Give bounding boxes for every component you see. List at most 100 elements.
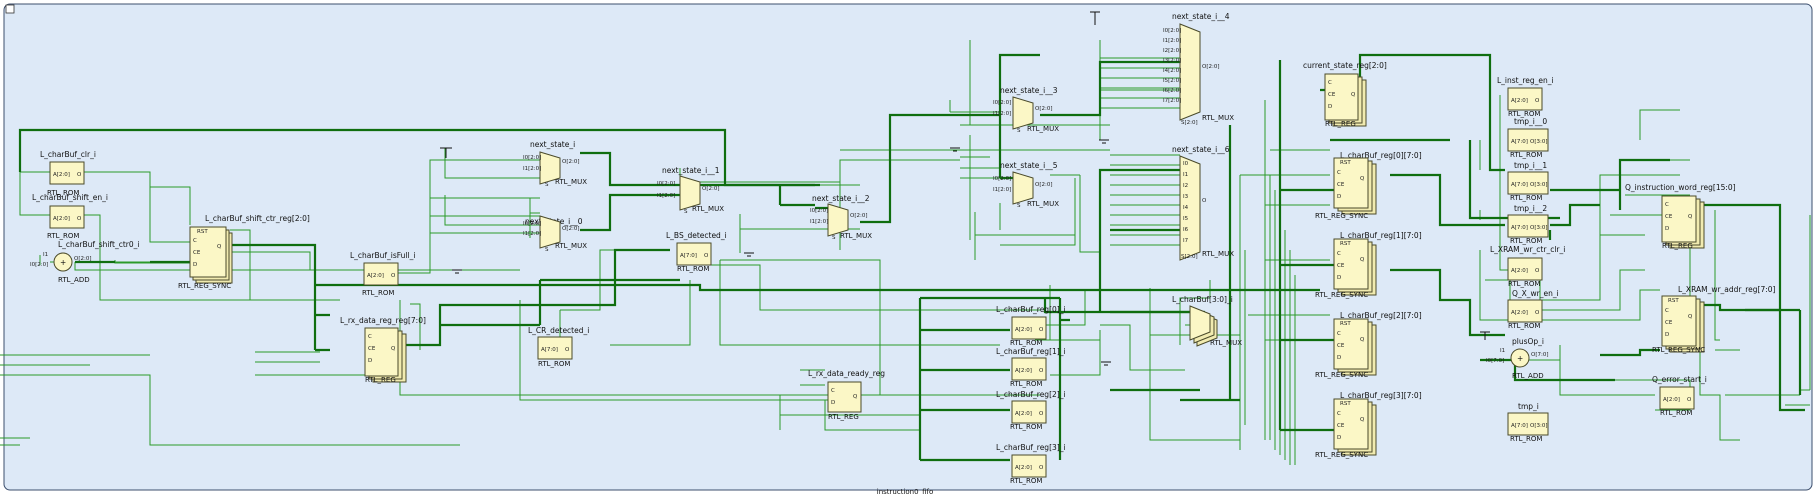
cell-next-state-mux[interactable]: next_state_i I0[2:0] I1[2:0] O[2:0] S RT…	[523, 140, 587, 188]
cell-q-error-start[interactable]: Q_error_start_i A[2:0] O RTL_ROM	[1652, 375, 1707, 417]
pin-label: S	[1017, 128, 1021, 134]
cell-type: RTL_ROM	[47, 189, 79, 197]
pin-label: I0[2:0]	[993, 100, 1011, 106]
cell-tmp[interactable]: tmp_i A[7:0] O[3:0] RTL_ROM	[1507, 402, 1549, 443]
cell-charbuf-reg2[interactable]: L_charBuf_reg[2][7:0] RST C CE D Q RTL_R…	[1315, 311, 1422, 379]
cell-type: RTL_ROM	[1510, 151, 1542, 159]
cell-label: L_inst_reg_en_i	[1497, 76, 1554, 85]
cell-label: L_CR_detected_i	[528, 326, 589, 335]
cell-label: next_state_i__4	[1172, 12, 1230, 21]
pin-label: O	[391, 273, 396, 279]
pin-label: A[2:0]	[1511, 268, 1528, 274]
pin-label: A[2:0]	[1663, 397, 1680, 403]
cell-current-state-reg[interactable]: current_state_reg[2:0] C CE D Q RTL_REG	[1303, 61, 1387, 128]
pin-label: O	[1535, 310, 1540, 316]
cell-next-state-6-mux[interactable]: next_state_i__6 I0 I1 I2 I3 I4 I5 I6 I7 …	[1172, 145, 1234, 261]
pin-label: I0[2:0]	[657, 181, 675, 187]
cell-label: next_state_i__3	[1000, 86, 1058, 95]
pin-label: I0	[1183, 161, 1189, 167]
cell-tmp-0[interactable]: tmp_i__0 A[7:0] O[3:0] RTL_ROM	[1507, 117, 1549, 159]
pin-label: S	[545, 247, 549, 253]
cell-charbuf-shift-en[interactable]: L_charBuf_shift_en_i A[2:0] O RTL_ROM	[32, 193, 108, 240]
cell-label: Q_X_wr_en_i	[1512, 289, 1559, 298]
cell-rx-data-ready-reg[interactable]: L_rx_data_ready_reg C D Q RTL_REG	[808, 369, 885, 421]
pin-label: S	[832, 235, 836, 241]
pin-label: O	[565, 347, 570, 353]
cell-label: L_XRAM_wr_ctr_clr_i	[1490, 245, 1565, 254]
pin-label: O	[77, 172, 82, 178]
cell-type: RTL_REG	[1325, 120, 1356, 128]
cell-type: RTL_ROM	[538, 360, 570, 368]
pin-label: O[2:0]	[74, 256, 91, 262]
pin-label: C	[193, 238, 197, 244]
cell-type: RTL_REG	[1662, 242, 1693, 250]
cell-charbuf-reg1-rom[interactable]: L_charBuf_reg[1]_i A[2:0] O RTL_ROM	[996, 347, 1066, 388]
cell-charbuf-shift-ctr0[interactable]: L_charBuf_shift_ctr0_i + I1 I0[2:0] O[2:…	[30, 240, 139, 284]
cell-tmp-1[interactable]: tmp_i__1 A[7:0] O[3:0] RTL_ROM	[1507, 161, 1549, 202]
cell-charbuf-mux[interactable]: L_charBuf[3:0]_i RTL_MUX	[1172, 295, 1242, 347]
pin-label: Q	[1360, 257, 1365, 263]
cell-label: L_charBuf[3:0]_i	[1172, 295, 1233, 304]
cell-charbuf-reg0-rom[interactable]: L_charBuf_reg[0]_i A[2:0] O RTL_ROM	[996, 305, 1066, 347]
cell-cr-detected[interactable]: L_CR_detected_i A[7:0] O RTL_ROM	[528, 326, 589, 368]
cell-charbuf-reg0[interactable]: L_charBuf_reg[0][7:0] RST C CE D Q RTL_R…	[1315, 151, 1422, 220]
cell-x-wr-en[interactable]: Q_X_wr_en_i A[2:0] O RTL_ROM	[1507, 289, 1559, 330]
cell-next-state-0-mux[interactable]: next_state_i__0 I0[2:0] I1[2:0] O[2:0] S…	[523, 215, 587, 253]
pin-label: A[2:0]	[367, 273, 384, 279]
pin-label: O[2:0]	[562, 226, 579, 232]
pin-label: I5	[1183, 216, 1189, 222]
pin-label: O[3:0]	[1530, 423, 1547, 429]
cell-next-state-1-mux[interactable]: next_state_i__1 I0[2:0] I1[2:0] O[2:0] S…	[657, 166, 724, 215]
cell-charbuf-reg3[interactable]: L_charBuf_reg[3][7:0] RST C CE D Q RTL_R…	[1315, 391, 1422, 459]
cell-rx-data-reg[interactable]: L_rx_data_reg_reg[7:0] C CE D Q RTL_REG	[340, 316, 426, 384]
pin-label: I0[7:0]	[1486, 358, 1504, 364]
cell-charbuf-clr[interactable]: L_charBuf_clr_i A[2:0] O RTL_ROM	[40, 150, 96, 197]
cell-charbuf-shift-ctr-reg[interactable]: L_charBuf_shift_ctr_reg[2:0] RST C CE D …	[178, 214, 310, 290]
pin-label: D	[368, 358, 372, 364]
pin-label: RST	[1340, 160, 1351, 166]
pin-label: I0[2:0]	[993, 176, 1011, 182]
cell-charbuf-reg1[interactable]: L_charBuf_reg[1][7:0] RST C CE D Q RTL_R…	[1315, 231, 1422, 299]
collapse-toggle-icon[interactable]	[5, 4, 15, 14]
pin-label: C	[1337, 170, 1341, 176]
pin-label: D	[1337, 194, 1341, 200]
cell-next-state-4-mux[interactable]: next_state_i__4 I0[2:0] I1[2:0] I2[2:0] …	[1163, 12, 1234, 126]
cell-type: RTL_MUX	[1210, 339, 1242, 347]
pin-label: S[2:0]	[1181, 254, 1198, 260]
cell-charbuf-isfull[interactable]: L_charBuf_isFull_i A[2:0] O RTL_ROM	[350, 251, 415, 297]
cell-q-instruction-word-reg[interactable]: Q_instruction_word_reg[15:0] C CE D Q RT…	[1625, 183, 1736, 250]
cell-type: RTL_REG_SYNC	[1315, 371, 1368, 379]
pin-label: A[2:0]	[1015, 327, 1032, 333]
cell-xram-wr-addr-reg[interactable]: L_XRAM_wr_addr_reg[7:0] RST C CE D Q RTL…	[1652, 285, 1776, 354]
cell-next-state-3-mux[interactable]: next_state_i__3 I0[2:0] I1[2:0] O[2:0] S…	[993, 86, 1059, 134]
cell-next-state-5-mux[interactable]: next_state_i__5 I0[2:0] I1[2:0] O[2:0] S…	[993, 161, 1059, 209]
cell-inst-reg-en[interactable]: L_inst_reg_en_i A[2:0] O RTL_ROM	[1497, 76, 1554, 118]
cell-bs-detected[interactable]: L_BS_detected_i A[7:0] O RTL_ROM	[666, 231, 727, 273]
cell-charbuf-reg2-rom[interactable]: L_charBuf_reg[2]_i A[2:0] O RTL_ROM	[996, 390, 1066, 431]
pin-label: I1[2:0]	[993, 111, 1011, 117]
cell-tmp-2[interactable]: tmp_i__2 A[7:0] O[3:0] RTL_ROM	[1507, 204, 1549, 245]
pin-label: O[2:0]	[1202, 64, 1219, 70]
thick-buses	[18, 53, 1805, 462]
cell-type: RTL_ROM	[1508, 322, 1540, 330]
cell-type: RTL_MUX	[1027, 200, 1059, 208]
cell-xram-wr-ctr-clr[interactable]: L_XRAM_wr_ctr_clr_i A[2:0] O RTL_ROM	[1490, 245, 1565, 288]
cell-charbuf-reg3-rom[interactable]: L_charBuf_reg[3]_i A[2:0] O RTL_ROM	[996, 443, 1066, 485]
pin-label: O	[1687, 397, 1692, 403]
pin-label: O[3:0]	[1530, 225, 1547, 231]
cell-label: plusOp_i	[1512, 337, 1544, 346]
cell-next-state-2-mux[interactable]: next_state_i__2 I0[2:0] I1[2:0] O[2:0] S…	[810, 194, 872, 241]
pin-label: A[7:0]	[541, 347, 558, 353]
cell-label: L_XRAM_wr_addr_reg[7:0]	[1678, 285, 1776, 294]
cell-plusop[interactable]: plusOp_i + I1 I0[7:0] O[7:0] RTL_ADD	[1486, 337, 1548, 380]
cell-type: RTL_REG_SYNC	[1315, 451, 1368, 459]
pin-label: A[2:0]	[1511, 98, 1528, 104]
pin-label: A[2:0]	[1015, 465, 1032, 471]
cell-type: RTL_MUX	[1202, 250, 1234, 258]
pin-label: I1[2:0]	[523, 166, 541, 172]
pin-label: I7	[1183, 238, 1189, 244]
cell-label: next_state_i__5	[1000, 161, 1058, 170]
pin-label: Q	[1351, 92, 1356, 98]
cell-label: tmp_i__0	[1514, 117, 1547, 126]
pin-label: CE	[193, 250, 201, 256]
